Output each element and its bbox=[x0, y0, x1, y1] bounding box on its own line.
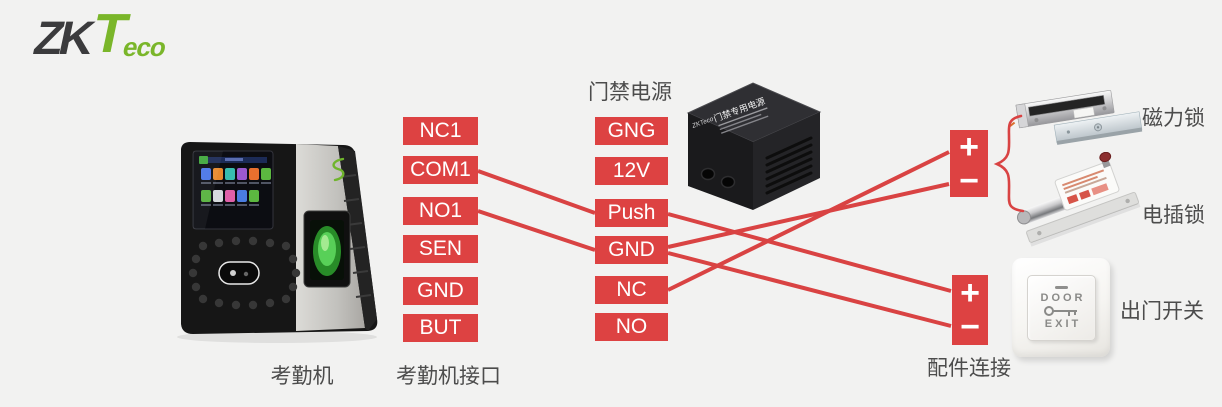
logo-eco: eco bbox=[120, 32, 169, 62]
maglock-caption: 磁力锁 bbox=[1142, 107, 1205, 130]
pin-sen: SEN bbox=[403, 235, 478, 263]
logo-zk: ZK bbox=[29, 11, 96, 64]
lock-terminal-minus: − bbox=[959, 162, 979, 200]
pin-but: BUT bbox=[403, 314, 478, 342]
exit-terminal-minus: − bbox=[960, 308, 980, 347]
zkteco-logo: ZK T eco bbox=[29, 2, 174, 64]
wire-GND-to-exit-minus bbox=[667, 251, 952, 328]
wire-COM1-to-Push bbox=[477, 169, 596, 215]
pin-gnd-psu: GND bbox=[595, 236, 668, 264]
exit-button: DOOR EXIT bbox=[1027, 275, 1096, 341]
attendance-machine-image bbox=[177, 142, 378, 343]
green-s-logo bbox=[332, 157, 345, 182]
pin-nc1: NC1 bbox=[403, 117, 478, 145]
exit-terminal: + − bbox=[952, 275, 988, 345]
fingerprint-sensor bbox=[303, 210, 351, 288]
pin-gnd-left: GND bbox=[403, 277, 478, 305]
bolt-caption: 电插锁 bbox=[1142, 204, 1205, 227]
pin-push: Push bbox=[595, 199, 668, 227]
psu-title: 门禁电源 bbox=[588, 81, 672, 104]
wire-NO1-to-GND bbox=[477, 209, 596, 252]
exit-button-exit-text: EXIT bbox=[1044, 318, 1082, 330]
lock-terminal-plus: + bbox=[959, 128, 979, 166]
accessory-connection-caption: 配件连接 bbox=[927, 357, 1011, 380]
bolt-lock-image bbox=[1017, 152, 1141, 247]
interface-caption: 考勤机接口 bbox=[396, 365, 501, 388]
exit-terminal-plus: + bbox=[960, 273, 980, 312]
pin-no1: NO1 bbox=[403, 197, 478, 225]
exit-button-door-text: DOOR bbox=[1040, 292, 1086, 304]
camera-window bbox=[218, 261, 260, 285]
pin-com1: COM1 bbox=[403, 156, 478, 184]
exit-switch-caption: 出门开关 bbox=[1120, 300, 1204, 323]
screen-app-icons bbox=[201, 168, 271, 206]
lock-terminal: + − bbox=[950, 128, 988, 200]
pin-nc: NC bbox=[595, 276, 668, 304]
machine-caption: 考勤机 bbox=[270, 365, 334, 388]
power-supply-image: 门禁专用电源 ZKTeco bbox=[686, 82, 822, 210]
wire-Push-to-exit-plus bbox=[667, 212, 952, 293]
led-dots bbox=[188, 236, 301, 310]
exit-button-slot bbox=[1055, 286, 1068, 289]
key-icon bbox=[1043, 306, 1077, 316]
pin-gng: GNG bbox=[595, 117, 668, 145]
pin-12v: 12V bbox=[595, 157, 668, 185]
pin-no: NO bbox=[595, 313, 668, 341]
exit-switch-image: DOOR EXIT bbox=[1012, 258, 1110, 357]
maglock-image bbox=[1010, 89, 1143, 145]
